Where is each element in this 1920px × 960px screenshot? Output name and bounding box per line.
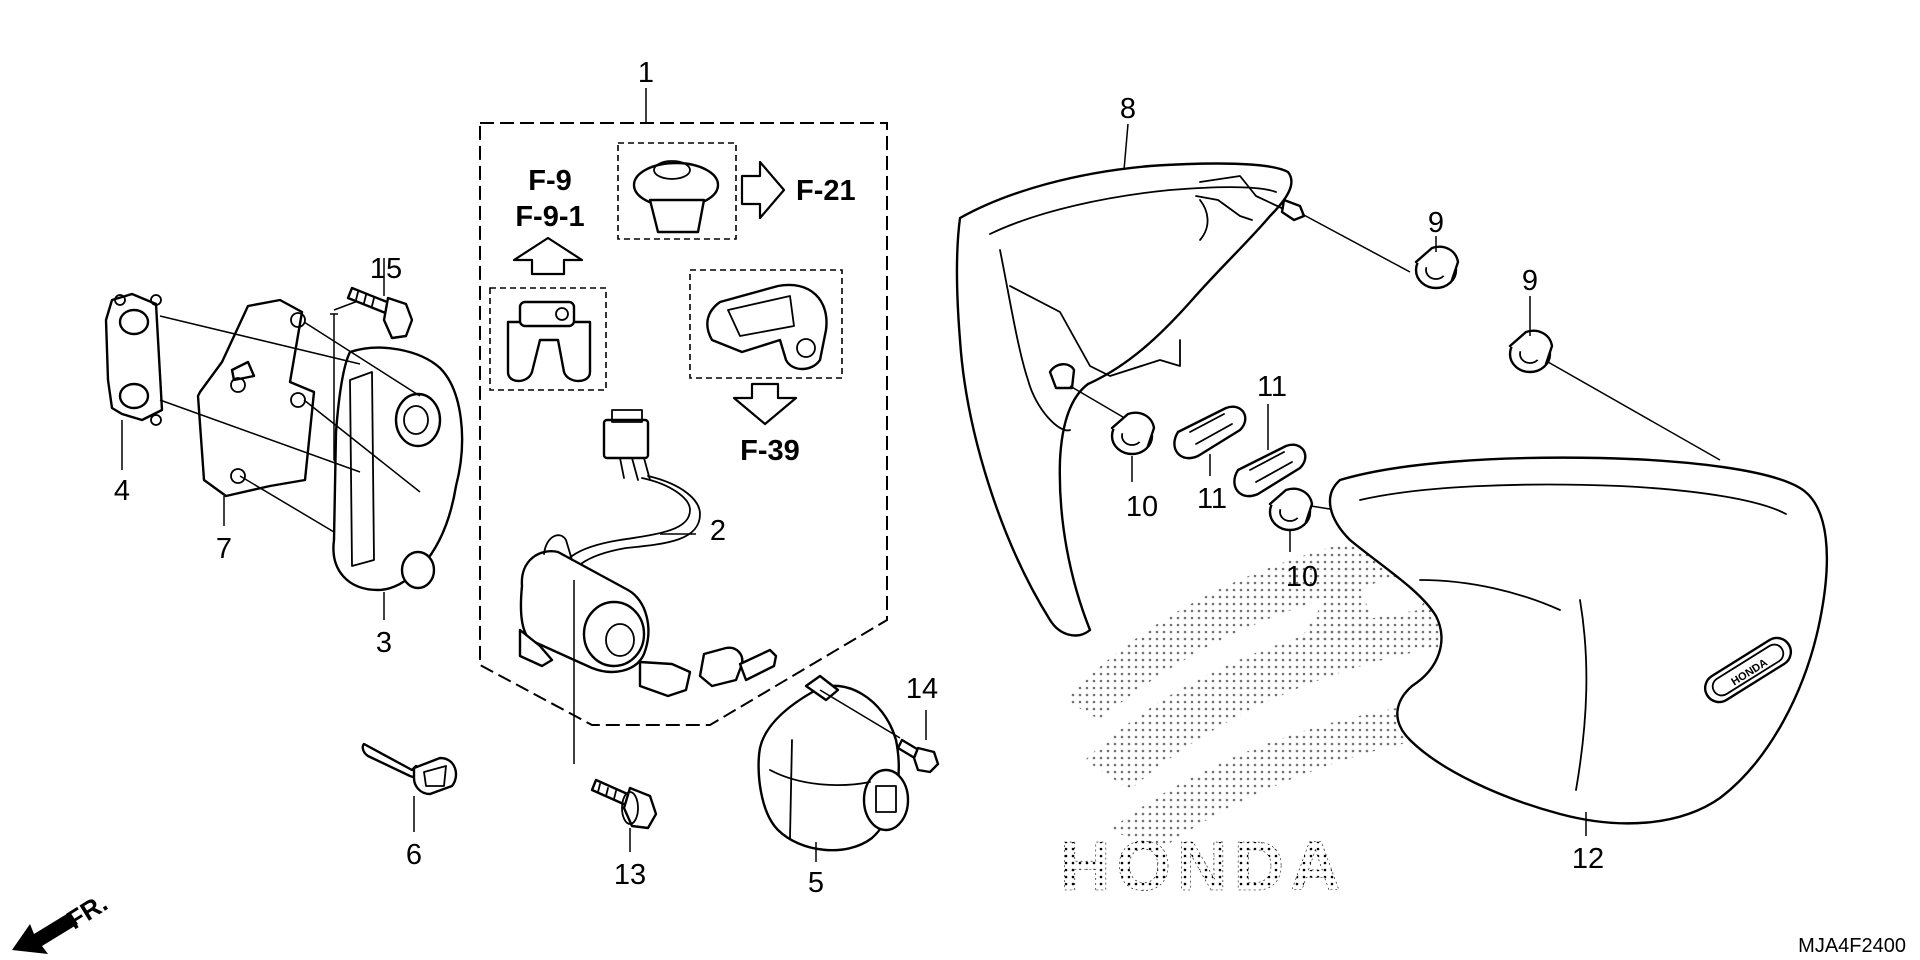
callout-5: 5 [808, 867, 824, 899]
part-9-grommet-upper [1414, 245, 1460, 290]
part-5-cover [757, 674, 910, 852]
callout-13: 13 [614, 859, 646, 891]
part-12-side-cover: HONDA [1328, 456, 1829, 825]
part-10-grommet-upper [1110, 411, 1156, 456]
callout-1: 1 [638, 57, 654, 89]
callout-10-upper: 10 [1126, 491, 1158, 523]
callout-numbers: 1 2 3 4 5 6 7 8 9 9 10 10 11 11 12 13 14… [114, 57, 1604, 899]
arrow-to-f9-icon [512, 236, 584, 276]
honda-badge: HONDA [1703, 636, 1793, 704]
arrow-to-f39-icon [732, 382, 798, 426]
helmet-holder-reference-box [689, 269, 843, 379]
part-15-bolt [346, 284, 414, 340]
arrow-to-f21-icon [740, 160, 786, 220]
part-4-bracket [104, 292, 164, 426]
callout-4: 4 [114, 475, 130, 507]
part-11-pad-right [1233, 443, 1307, 498]
clip-reference-box [617, 142, 737, 240]
part-6-key [361, 742, 458, 796]
ref-f9: F-9 [528, 165, 572, 197]
ref-f9-1: F-9-1 [515, 201, 584, 233]
callout-8: 8 [1120, 93, 1136, 125]
callout-11-right: 11 [1257, 371, 1287, 403]
front-arrow-icon [12, 912, 78, 954]
part-13-bolt [573, 580, 658, 830]
explosion-lines-left [159, 297, 421, 533]
seat-latch-reference-box [489, 287, 607, 391]
part-11-pad-left [1173, 405, 1247, 460]
part-14-screw [896, 710, 940, 774]
ignition-keys [638, 646, 778, 698]
ignition-switch-assembly-boundary [479, 122, 888, 726]
part-8-side-cover [955, 162, 1306, 637]
diagram-code: MJA4F2400 [1798, 935, 1906, 957]
honda-watermark-text: HONDA [1060, 827, 1347, 905]
callout-3: 3 [376, 627, 392, 659]
part-3-housing [332, 346, 464, 592]
part-10-grommet-lower [1268, 487, 1314, 532]
callout-12: 12 [1572, 843, 1604, 875]
callout-9-lower: 9 [1522, 265, 1538, 297]
part-7-plate [196, 298, 316, 498]
callout-7: 7 [216, 533, 232, 565]
callout-2: 2 [710, 515, 726, 547]
callout-9-upper: 9 [1428, 207, 1444, 239]
ref-f21: F-21 [796, 175, 856, 207]
callout-10-lower: 10 [1286, 561, 1318, 593]
callout-11-left: 11 [1197, 483, 1227, 515]
front-direction-marker: FR. [12, 887, 113, 954]
cross-references: F-9 F-9-1 F-21 F-39 [515, 165, 855, 467]
ref-f39: F-39 [740, 435, 800, 467]
part-9-grommet-lower [1508, 329, 1554, 374]
callout-6: 6 [406, 839, 422, 871]
callout-14: 14 [906, 673, 938, 705]
callout-15: 15 [370, 253, 402, 285]
callout-leaders [121, 88, 1587, 862]
part-1-ignition-switch [518, 409, 701, 674]
